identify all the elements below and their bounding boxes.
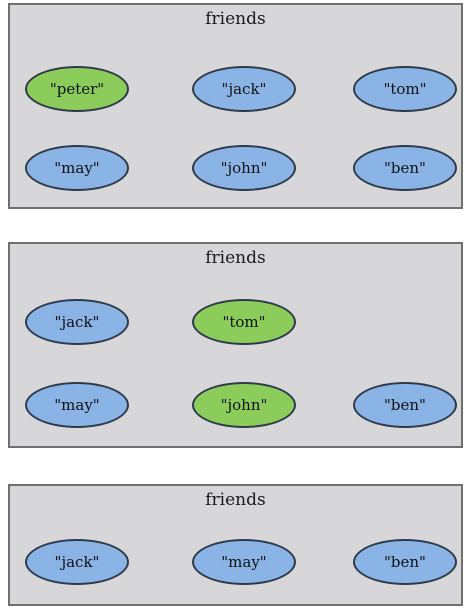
set-element-ben: "ben": [353, 539, 457, 585]
panel-title: friends: [205, 490, 266, 510]
panel-title: friends: [205, 248, 266, 268]
set-panel-3: friends "jack" "may" "ben": [8, 484, 463, 606]
set-element-tom: "tom": [192, 299, 296, 345]
set-element-may: "may": [25, 382, 129, 428]
set-element-may: "may": [25, 145, 129, 191]
set-element-may: "may": [192, 539, 296, 585]
set-element-peter: "peter": [25, 66, 129, 112]
panel-title: friends: [205, 9, 266, 29]
set-element-john: "john": [192, 382, 296, 428]
set-element-tom: "tom": [353, 66, 457, 112]
set-element-ben: "ben": [353, 145, 457, 191]
set-element-john: "john": [192, 145, 296, 191]
set-element-ben: "ben": [353, 382, 457, 428]
set-element-jack: "jack": [25, 539, 129, 585]
set-panel-2: friends "jack" "tom" "may" "john" "ben": [8, 242, 463, 448]
set-panel-1: friends "peter" "jack" "tom" "may" "john…: [8, 3, 463, 209]
set-element-jack: "jack": [192, 66, 296, 112]
set-element-jack: "jack": [25, 299, 129, 345]
